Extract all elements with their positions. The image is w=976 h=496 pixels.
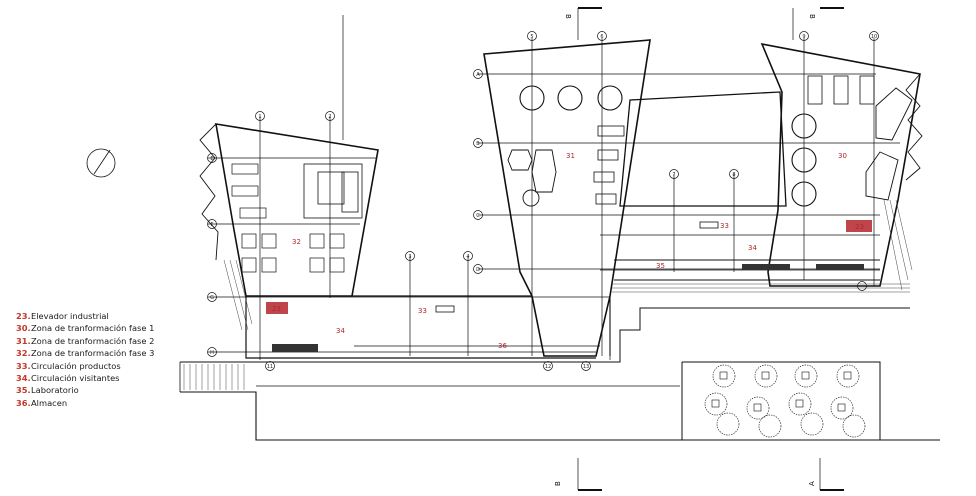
section-mark-b-bottom: B <box>554 481 562 486</box>
tree-icon <box>704 364 866 438</box>
legend-item: 33.Circulación productos <box>16 361 196 373</box>
legend-item: 36.Almacen <box>16 398 196 410</box>
zone-label-30: 30 <box>838 152 847 160</box>
zone-label-36: 36 <box>498 342 507 350</box>
legend-item: 32.Zona de tranformación fase 3 <box>16 348 196 360</box>
zone-label-34a: 34 <box>336 327 345 335</box>
tank-icon <box>519 85 623 111</box>
legend-item: 35.Laboratorio <box>16 385 196 397</box>
legend-item: 34.Circulación visitantes <box>16 373 196 385</box>
axis-row-d: D <box>476 267 480 273</box>
axis-col-3: 3 <box>408 254 411 260</box>
section-mark-b-top-left: B <box>564 14 572 19</box>
legend-number: 31. <box>16 335 31 346</box>
axis-col-13: 13 <box>583 364 589 370</box>
axis-col-5: 5 <box>530 34 533 40</box>
zone-label-31: 31 <box>566 152 575 160</box>
block-zone-32 <box>199 123 379 297</box>
legend-text: Zona de tranformación fase 2 <box>31 335 155 346</box>
axis-left-h: H <box>210 350 214 356</box>
legend-text: Zona de tranformación fase 1 <box>31 323 155 334</box>
axis-col-6: 6 <box>600 34 603 40</box>
north-arrow-icon <box>86 148 116 178</box>
section-mark-a-bottom: A <box>808 481 816 486</box>
axis-col-2: 2 <box>328 114 331 120</box>
axis-col-10: 10 <box>871 34 877 40</box>
axis-col-12: 12 <box>545 364 551 370</box>
axis-row-a: A <box>476 72 480 78</box>
legend-text: Circulación visitantes <box>31 372 120 383</box>
legend-number: 36. <box>16 397 31 408</box>
axis-row-b: B <box>476 141 480 147</box>
zone-label-35: 35 <box>656 262 665 270</box>
zone-label-33b: 33 <box>720 222 729 230</box>
legend-number: 34. <box>16 372 31 383</box>
axis-col-7: 7 <box>672 172 675 178</box>
legend-item: 30.Zona de tranformación fase 1 <box>16 323 196 335</box>
axis-col-4: 4 <box>466 254 469 260</box>
legend-number: 30. <box>16 323 31 334</box>
legend-number: 32. <box>16 348 31 359</box>
legend-text: Circulación productos <box>31 360 121 371</box>
zone-label-32: 32 <box>292 238 301 246</box>
legend-number: 23. <box>16 311 31 321</box>
block-zone-31 <box>483 39 787 357</box>
axis-col-1: 1 <box>258 114 261 120</box>
terrain-hatch <box>183 199 913 390</box>
legend-item: 23.Elevador industrial <box>16 311 196 323</box>
legend-text: Zona de tranformación fase 3 <box>31 348 155 359</box>
section-mark-b-top-right: B <box>808 14 816 19</box>
legend-number: 33. <box>16 360 31 371</box>
legend-text: Elevador industrial <box>31 311 109 321</box>
legend-text: Almacen <box>31 397 68 408</box>
zone-label-23a: 23 <box>272 305 281 313</box>
zone-label-23b: 23 <box>855 223 864 231</box>
axis-col-11: 11 <box>267 364 273 370</box>
legend-number: 35. <box>16 385 31 396</box>
block-zone-30 <box>760 42 923 287</box>
legend-text: Laboratorio <box>31 385 79 396</box>
axis-row-c: C <box>476 213 480 219</box>
axis-left-e: E <box>210 156 213 162</box>
axis-col-8: 8 <box>732 172 735 178</box>
axis-left-f: F <box>211 222 214 228</box>
axis-col-9: 9 <box>802 34 805 40</box>
hatch-zones <box>266 220 872 314</box>
zone-label-33a: 33 <box>418 307 427 315</box>
legend-item: 31.Zona de tranformación fase 2 <box>16 336 196 348</box>
zone-label-34b: 34 <box>748 244 757 252</box>
machine-icon <box>507 149 619 207</box>
axis-left-g: G <box>210 295 214 301</box>
forklift-icon <box>435 221 719 313</box>
